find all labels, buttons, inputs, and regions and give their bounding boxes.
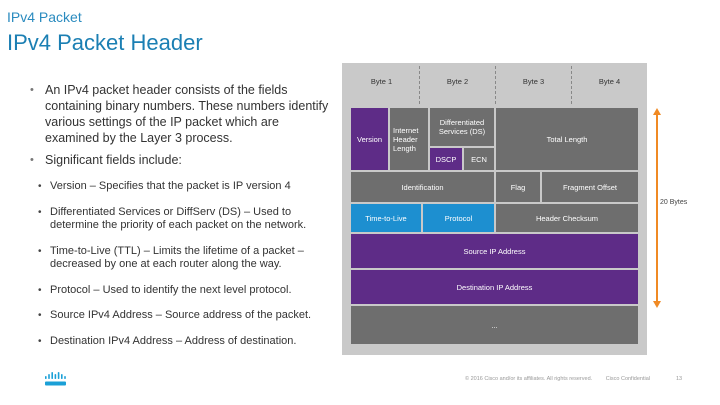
field-ihl: Internet Header Length (389, 107, 429, 171)
sub-bullet-source: Source IPv4 Address – Source address of … (38, 309, 330, 323)
header-size-label: 20 Bytes (660, 199, 688, 206)
cisco-logo-icon (45, 372, 66, 386)
field-ecn: ECN (463, 147, 495, 171)
field-identification: Identification (350, 171, 495, 203)
sub-bullet-version: Version – Specifies that the packet is I… (38, 180, 330, 194)
sub-bullet-destination: Destination IPv4 Address – Address of de… (38, 335, 330, 349)
field-destination-ip-address: Destination IP Address (350, 269, 639, 305)
byte-divider (419, 66, 420, 104)
field-bullet-list: Version – Specifies that the packet is I… (38, 180, 330, 360)
footer-text: © 2016 Cisco and/or its affiliates. All … (465, 376, 650, 382)
field-time-to-live: Time-to-Live (350, 203, 422, 233)
field-source-ip-address: Source IP Address (350, 233, 639, 269)
page-number: 13 (676, 376, 683, 382)
field-dscp: DSCP (429, 147, 463, 171)
byte-divider (571, 66, 572, 104)
section-kicker: IPv4 Packet (7, 9, 82, 25)
field-options: ... (350, 305, 639, 345)
bullet-header-fields: An IPv4 packet header consists of the fi… (30, 82, 330, 146)
field-total-length: Total Length (495, 107, 639, 171)
bullet-significant-fields: Significant fields include: (30, 152, 330, 168)
field-protocol: Protocol (422, 203, 495, 233)
byte-2-label: Byte 2 (446, 76, 469, 86)
footer-copyright: © 2016 Cisco and/or its affiliates. All … (465, 376, 593, 382)
field-differentiated-services: Differentiated Services (DS) (429, 107, 495, 147)
field-header-checksum: Header Checksum (495, 203, 639, 233)
field-version: Version (350, 107, 389, 171)
byte-4-label: Byte 4 (598, 76, 621, 86)
main-bullet-list: An IPv4 packet header consists of the fi… (30, 82, 330, 174)
field-fragment-offset: Fragment Offset (541, 171, 639, 203)
byte-divider (495, 66, 496, 104)
byte-3-label: Byte 3 (522, 76, 545, 86)
byte-1-label: Byte 1 (370, 76, 393, 86)
header-size-arrow-icon (653, 108, 661, 308)
sub-bullet-ttl: Time-to-Live (TTL) – Limits the lifetime… (38, 245, 330, 272)
footer-confidential: Cisco Confidential (605, 376, 651, 382)
page-title: IPv4 Packet Header (7, 30, 203, 55)
ipv4-header-diagram: Byte 1 Byte 2 Byte 3 Byte 4 Version Inte… (342, 63, 647, 355)
sub-bullet-diffserv: Differentiated Services or DiffServ (DS)… (38, 206, 330, 233)
field-flag: Flag (495, 171, 541, 203)
sub-bullet-protocol: Protocol – Used to identify the next lev… (38, 284, 330, 298)
